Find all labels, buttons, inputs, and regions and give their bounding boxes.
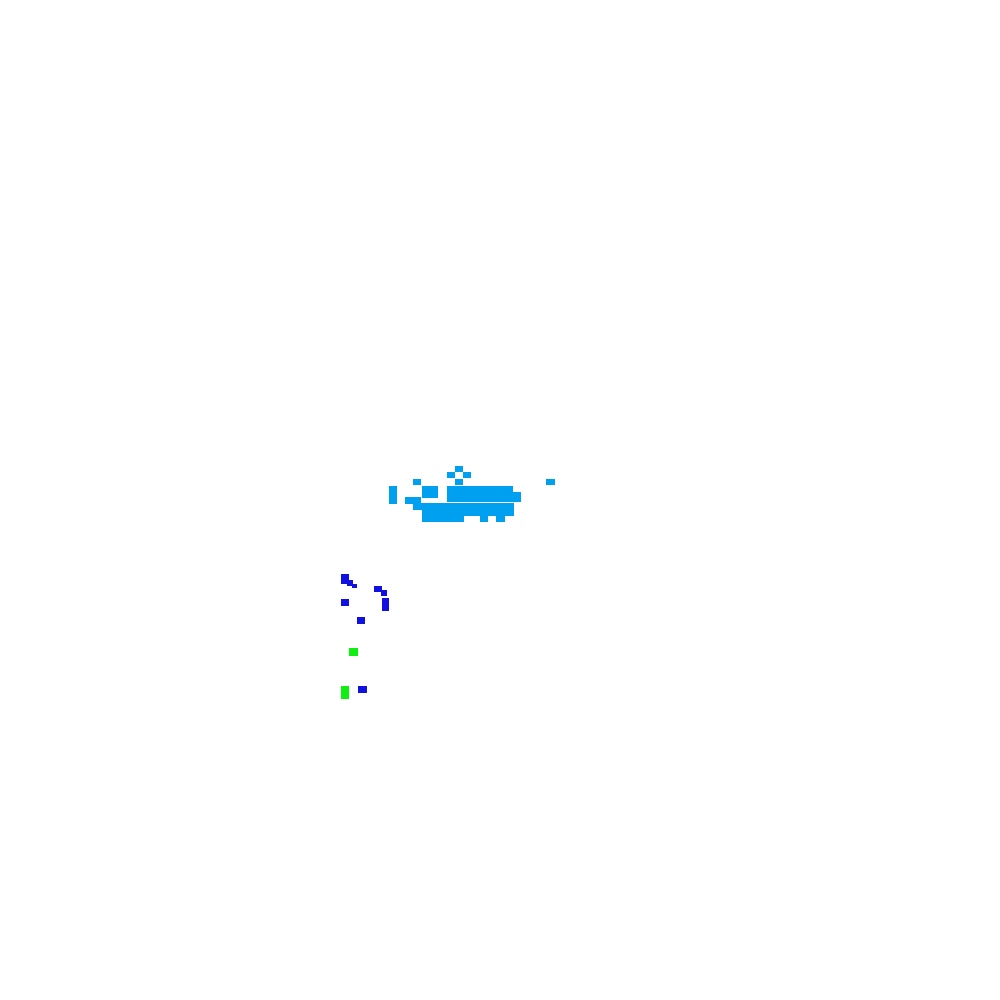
light-blue-blob-pixel	[422, 515, 464, 522]
dark-blue-marks-pixel	[347, 580, 353, 586]
light-blue-blob-pixel	[389, 486, 397, 504]
light-blue-blob-pixel	[413, 479, 421, 485]
light-blue-blob-pixel	[480, 515, 488, 522]
light-blue-blob-pixel	[496, 515, 505, 522]
dark-blue-marks-pixel	[341, 599, 349, 606]
light-blue-blob-pixel	[422, 486, 438, 498]
light-blue-blob-pixel	[463, 472, 471, 478]
light-blue-blob-pixel	[422, 509, 514, 516]
dark-blue-marks-pixel	[358, 686, 367, 693]
dark-blue-marks-pixel	[374, 586, 382, 592]
light-blue-blob-pixel	[455, 479, 463, 485]
light-blue-blob-pixel	[413, 503, 514, 510]
dark-blue-marks-pixel	[352, 584, 357, 588]
green-marks-pixel	[349, 648, 358, 656]
dark-blue-marks-pixel	[381, 590, 387, 596]
dark-blue-marks-pixel	[357, 617, 365, 624]
dark-blue-marks-pixel	[341, 574, 349, 584]
light-blue-blob-pixel	[447, 472, 455, 478]
green-marks-pixel	[341, 686, 349, 699]
light-blue-blob-pixel	[447, 492, 521, 502]
light-blue-blob-pixel	[447, 486, 513, 494]
dark-blue-marks-pixel	[382, 598, 389, 611]
light-blue-blob-pixel	[546, 479, 555, 485]
light-blue-blob-pixel	[405, 497, 421, 504]
light-blue-blob-pixel	[455, 466, 463, 472]
